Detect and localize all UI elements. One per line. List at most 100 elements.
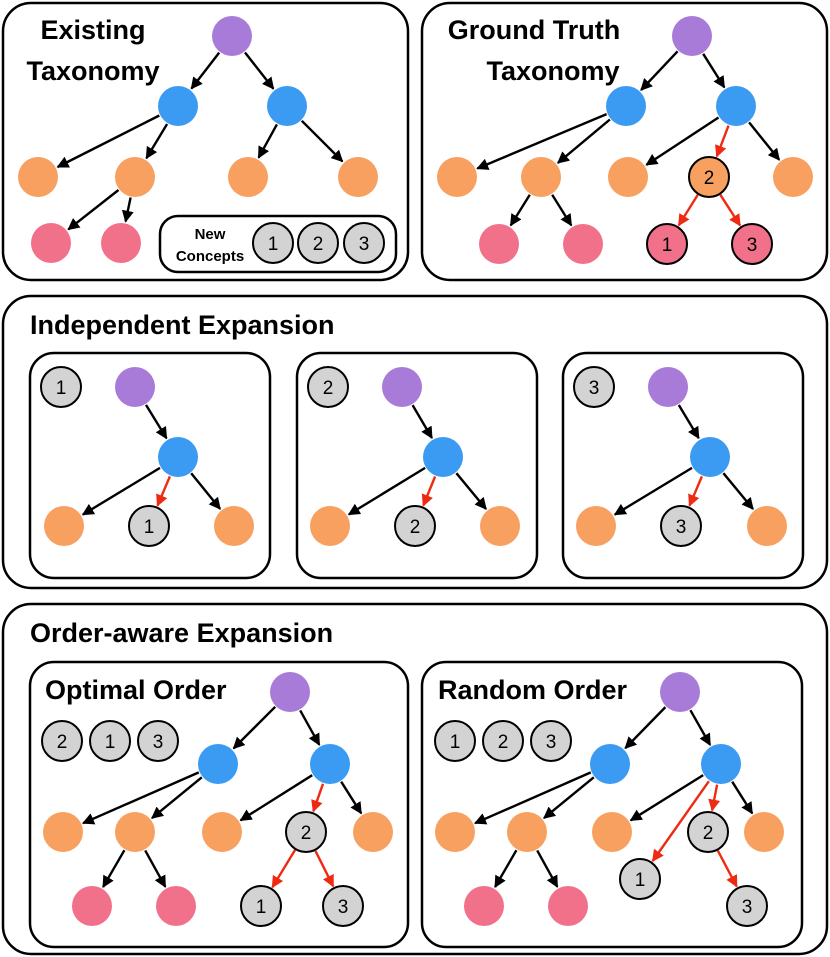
- node-label: 1: [56, 378, 67, 399]
- internal-node: [606, 86, 646, 126]
- node-circle: [423, 437, 463, 477]
- leaf-node: [214, 506, 254, 546]
- pink-node: [563, 224, 603, 264]
- node-label: 2: [301, 823, 312, 844]
- root-node: [115, 367, 155, 407]
- concept-node-2: 2: [297, 222, 339, 264]
- node-circle: [744, 812, 784, 852]
- internal-node: [158, 86, 198, 126]
- internal-node: [701, 744, 741, 784]
- leaf-node: [338, 157, 378, 197]
- node-label: 2: [313, 234, 324, 255]
- independent-sub-2: [295, 351, 539, 580]
- concept-node-1: 1: [646, 223, 688, 265]
- node-label: 2: [57, 732, 68, 753]
- concept-node-2: 2: [687, 811, 729, 853]
- ground-truth-title-line2: Taxonomy: [486, 56, 619, 86]
- node-circle: [228, 157, 268, 197]
- new-edge-arrow: [651, 780, 710, 862]
- edge-arrow: [244, 51, 275, 90]
- node-circle: [382, 367, 422, 407]
- node-label: 2: [703, 823, 714, 844]
- pink-node: [72, 886, 112, 926]
- node-label: 3: [359, 234, 370, 255]
- node-circle: [89, 720, 131, 762]
- node-circle: [434, 720, 476, 762]
- node-label: 1: [450, 732, 461, 753]
- new-edge-arrow: [719, 194, 742, 227]
- node-circle: [563, 224, 603, 264]
- internal-node: [716, 86, 756, 126]
- node-circle: [307, 366, 349, 408]
- node-circle: [270, 672, 310, 712]
- edge-arrow: [239, 774, 313, 822]
- concept-node-1: 1: [434, 720, 476, 762]
- node-label: 3: [742, 897, 753, 918]
- new-concepts-label-line1: New: [195, 226, 226, 243]
- node-circle: [660, 672, 700, 712]
- node-circle: [606, 86, 646, 126]
- root-node: [270, 672, 310, 712]
- node-circle: [343, 222, 385, 264]
- edge-arrow: [624, 706, 667, 750]
- pink-node: [156, 886, 196, 926]
- edge-arrow: [67, 189, 120, 231]
- edge-arrow: [476, 112, 608, 170]
- root-node: [382, 367, 422, 407]
- pink-node: [464, 886, 504, 926]
- node-circle: [672, 16, 712, 56]
- edge-arrow: [551, 194, 573, 227]
- concept-node-2: 2: [285, 811, 327, 853]
- new-edge-arrow: [156, 475, 172, 507]
- internal-node: [158, 437, 198, 477]
- node-label: 1: [256, 897, 267, 918]
- edge-arrow: [702, 53, 726, 89]
- root-node: [672, 16, 712, 56]
- pink-node: [101, 223, 141, 263]
- node-label: 2: [410, 517, 421, 538]
- node-circle: [479, 224, 519, 264]
- edge-arrow: [474, 771, 592, 825]
- edge-arrow: [102, 849, 126, 889]
- leaf-node: [521, 157, 561, 197]
- edge-arrow: [640, 50, 679, 91]
- leaf-node: [592, 812, 632, 852]
- edge-arrow: [613, 466, 693, 516]
- edge-arrow: [543, 776, 595, 820]
- edge-arrow: [494, 849, 518, 889]
- edge-arrow: [629, 774, 704, 822]
- internal-node: [198, 744, 238, 784]
- leaf-node: [744, 812, 784, 852]
- node-label: 1: [662, 235, 673, 256]
- node-circle: [608, 157, 648, 197]
- node-circle: [43, 812, 83, 852]
- node-circle: [252, 222, 294, 264]
- node-circle: [40, 366, 82, 408]
- node-circle: [322, 885, 364, 927]
- edge-arrow: [722, 472, 754, 510]
- node-circle: [214, 506, 254, 546]
- concept-node-2: 2: [394, 505, 436, 547]
- node-circle: [726, 885, 768, 927]
- node-label: 3: [589, 378, 600, 399]
- node-circle: [353, 812, 393, 852]
- pink-node: [31, 223, 71, 263]
- concept-node-1: 1: [619, 858, 661, 900]
- node-circle: [619, 858, 661, 900]
- concept-node-3: 3: [573, 366, 615, 408]
- node-circle: [773, 157, 813, 197]
- node-circle: [480, 506, 520, 546]
- node-circle: [747, 506, 787, 546]
- ground-truth-title-line1: Ground Truth: [448, 15, 620, 45]
- new-concepts-label-line2: Concepts: [176, 248, 244, 265]
- root-node: [212, 16, 252, 56]
- concept-node-1: 1: [252, 222, 294, 264]
- edge-arrow: [121, 197, 134, 223]
- edge-arrow: [536, 849, 559, 888]
- independent-expansion-title: Independent Expansion: [30, 310, 335, 340]
- leaf-node: [773, 157, 813, 197]
- node-circle: [310, 506, 350, 546]
- leaf-node: [310, 506, 350, 546]
- edge-arrow: [81, 466, 161, 516]
- new-edge-arrow: [716, 850, 738, 888]
